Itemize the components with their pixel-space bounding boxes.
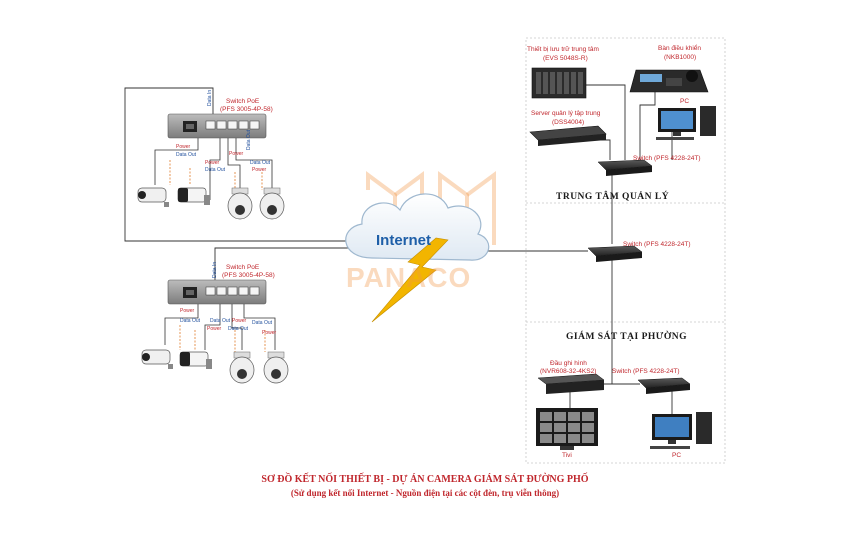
site1-data-out-4: Data Out bbox=[250, 160, 271, 166]
controller-model: (NKB1000) bbox=[664, 54, 697, 61]
site2-data-out-1: Data Out bbox=[180, 318, 201, 324]
bullet-camera-1 bbox=[137, 187, 169, 207]
center-switch-label: Switch (PFS 4228-24T) bbox=[633, 155, 701, 162]
switch-poe-1-title: Switch PoE bbox=[226, 98, 260, 105]
switch-poe-1-model: (PFS 3005-4P-58) bbox=[220, 106, 273, 113]
ward-switch bbox=[637, 377, 691, 394]
tv-label: Tivi bbox=[562, 452, 572, 459]
switch-poe-2 bbox=[167, 279, 267, 305]
site1-power-3: Power bbox=[229, 151, 244, 157]
switch-poe-2-title: Switch PoE bbox=[226, 264, 260, 271]
switch-poe-1 bbox=[167, 113, 267, 139]
nvr-model: (NVR608-32-4KS2) bbox=[540, 368, 597, 375]
site2-power-1: Power bbox=[180, 308, 195, 314]
site2-branches bbox=[164, 298, 276, 352]
site1-power-1: Power bbox=[176, 144, 191, 150]
internet-cloud bbox=[345, 193, 490, 261]
site2-power-3: Power bbox=[232, 318, 247, 324]
speed-dome-camera-2 bbox=[259, 187, 285, 220]
caption-subtitle: (Sử dụng kết nối Internet - Nguồn điện t… bbox=[290, 488, 560, 498]
center-section-title: TRUNG TÂM QUẢN LÝ bbox=[556, 192, 670, 202]
site1-power-2: Power bbox=[205, 160, 220, 166]
ward-pc bbox=[650, 412, 712, 449]
site1-power-4: Power bbox=[252, 167, 267, 173]
internet-label: Internet bbox=[376, 232, 432, 249]
center-pc-label: PC bbox=[680, 98, 690, 105]
storage-model: (EVS 5048S-R) bbox=[543, 55, 588, 62]
ward-section-title: GIÁM SÁT TẠI PHƯỜNG bbox=[566, 332, 687, 342]
site1-data-out-2: Data Out bbox=[205, 167, 226, 173]
speed-dome-camera-1 bbox=[227, 187, 253, 220]
controller-title: Bàn điều khiển bbox=[658, 45, 702, 52]
lightning-bolt-icon bbox=[371, 237, 449, 323]
site2-data-out-2: Data Out bbox=[210, 318, 231, 324]
ward-pc-label: PC bbox=[672, 452, 682, 459]
bullet-camera-4 bbox=[179, 351, 212, 369]
bullet-camera-2 bbox=[177, 187, 210, 205]
caption-title: SƠ ĐỒ KẾT NỐI THIẾT BỊ - DỰ ÁN CAMERA GI… bbox=[261, 474, 589, 485]
site2-power-2: Power bbox=[207, 326, 222, 332]
speed-dome-camera-3 bbox=[229, 351, 255, 384]
control-keyboard bbox=[629, 69, 709, 93]
mid-switch bbox=[587, 245, 643, 262]
nvr-title: Đầu ghi hình bbox=[550, 360, 587, 367]
server-title: Server quản lý tập trung bbox=[531, 110, 601, 117]
center-pc bbox=[656, 106, 716, 140]
speed-dome-camera-4 bbox=[263, 351, 289, 384]
center-frame bbox=[525, 37, 726, 464]
storage-title: Thiết bị lưu trữ trung tâm bbox=[527, 46, 599, 53]
site2-data-out-4: Data Out bbox=[252, 320, 273, 326]
server-model: (DSS4004) bbox=[552, 119, 585, 126]
site1-branches bbox=[154, 136, 273, 200]
bullet-camera-3 bbox=[141, 349, 173, 369]
center-switch bbox=[597, 159, 653, 176]
site2-data-out-3: Data Out bbox=[228, 326, 249, 332]
nvr-device bbox=[537, 373, 605, 394]
switch-poe-2-model: (PFS 3005-4P-58) bbox=[222, 272, 275, 279]
mid-switch-label: Switch (PFS 4228-24T) bbox=[623, 241, 691, 248]
tv-monitor bbox=[536, 408, 598, 450]
storage-device bbox=[531, 67, 587, 99]
ward-switch-label: Switch (PFS 4228-24T) bbox=[612, 368, 680, 375]
site1-data-in: Data In bbox=[207, 89, 213, 106]
site2-data-in: Data In bbox=[212, 261, 218, 278]
watermark-text: PANACO bbox=[346, 262, 472, 293]
site1-data-out-1: Data Out bbox=[176, 152, 197, 158]
site2-power-4: Power bbox=[262, 330, 277, 336]
site1-data-out-3: Data Out bbox=[246, 129, 252, 150]
server-device bbox=[529, 125, 607, 146]
